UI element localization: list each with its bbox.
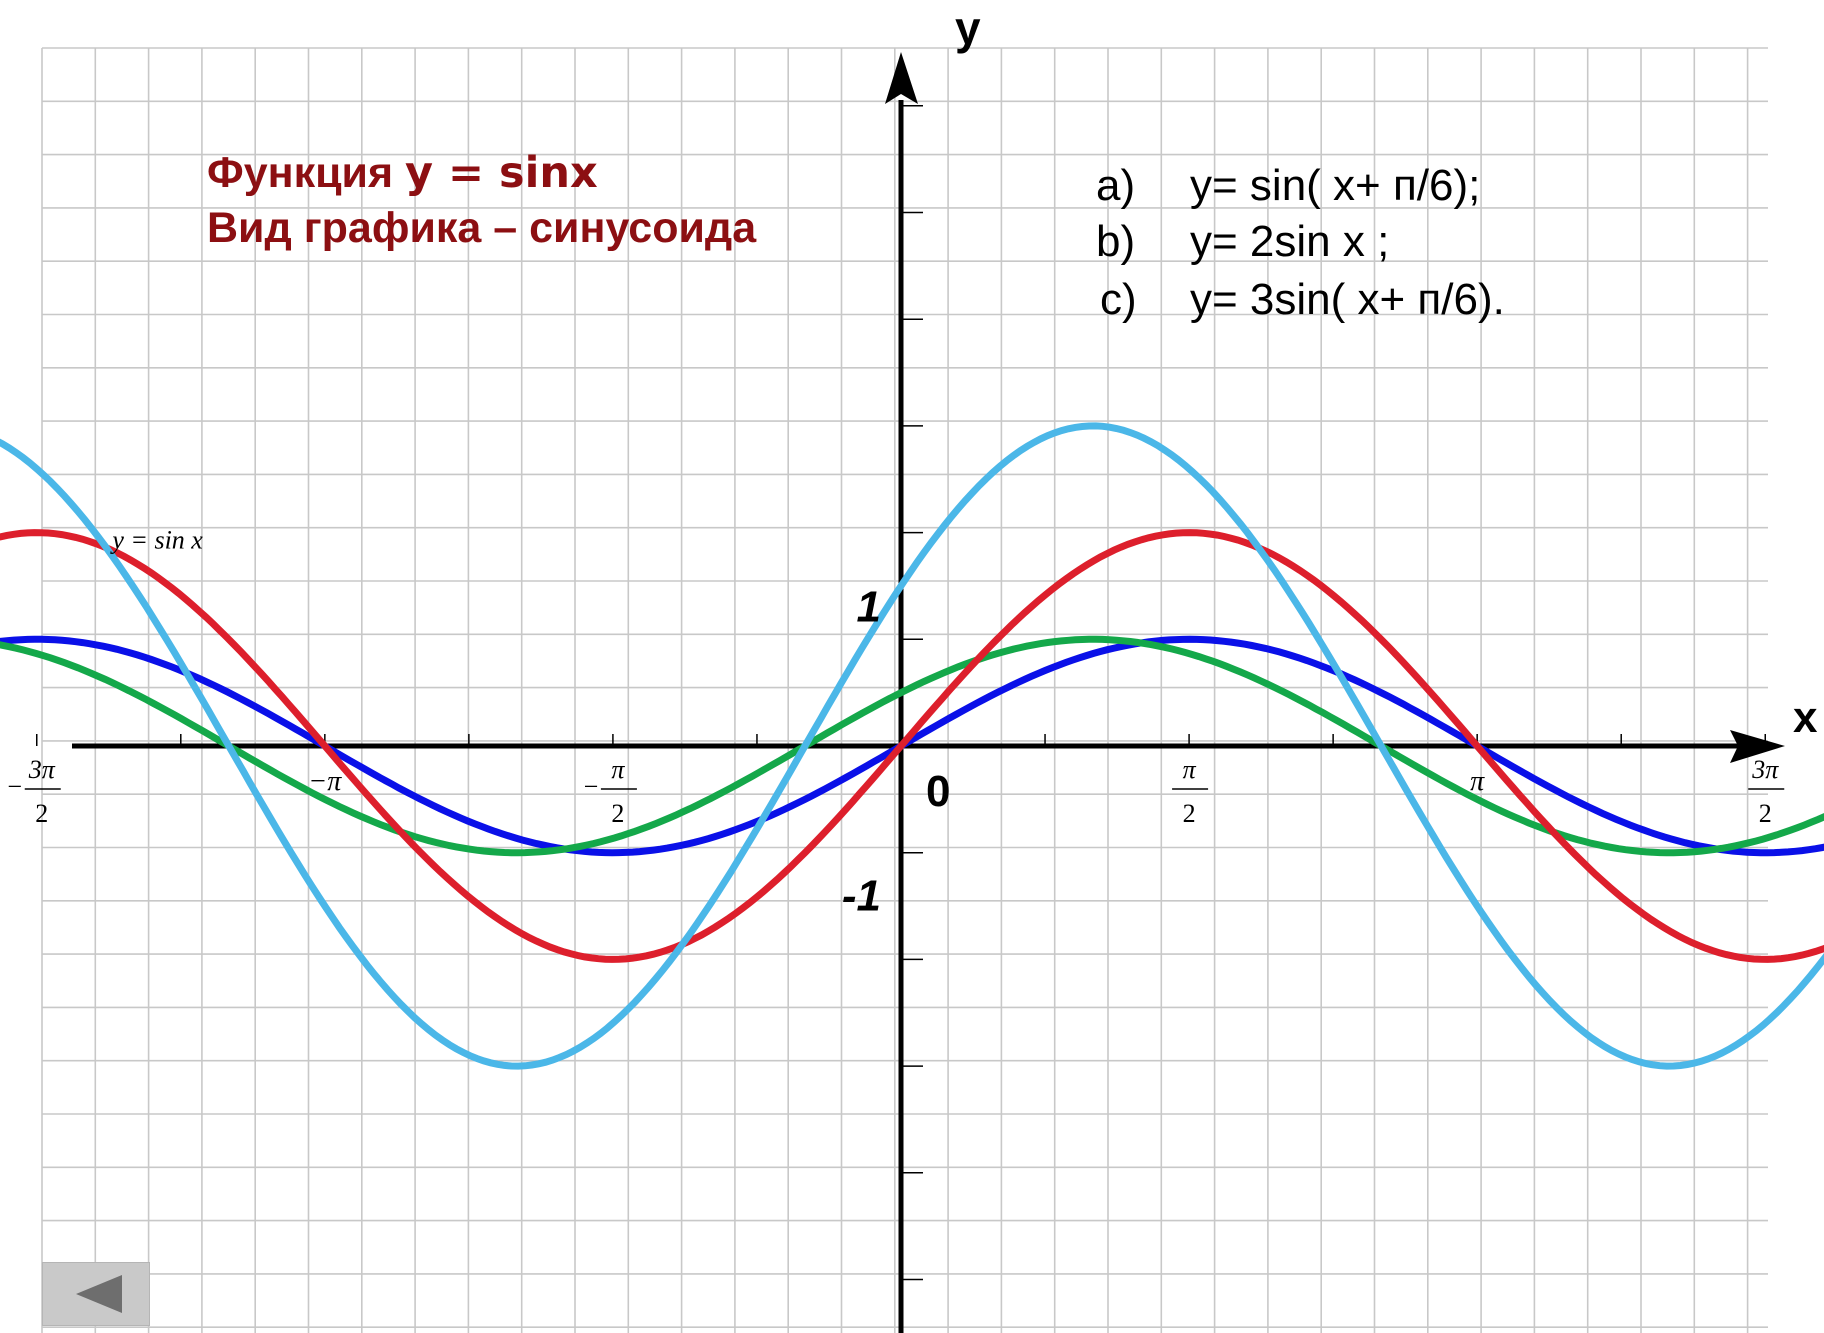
- origin-label: 0: [926, 767, 950, 816]
- chart-title-line2: Вид графика – синусоида: [207, 204, 757, 252]
- triangle-left-icon: [76, 1275, 122, 1313]
- task-c-tag: c): [1100, 275, 1137, 324]
- series-line-2: [0, 529, 1824, 963]
- grid: [41, 47, 1768, 1333]
- series-line-3: [0, 422, 1824, 1070]
- x-tick-label: π: [611, 755, 625, 784]
- task-a-tag: a): [1096, 161, 1136, 210]
- x-tick-label: 2: [1759, 799, 1772, 828]
- curves: [0, 422, 1824, 1070]
- x-tick-label: −: [7, 772, 22, 801]
- title-prefix: Функция: [207, 149, 406, 197]
- curve-label: y = sin x: [109, 526, 203, 555]
- y-axis-label: y: [955, 2, 981, 54]
- x-tick-label: −: [584, 772, 599, 801]
- task-b-formula: y= 2sin x ;: [1190, 217, 1390, 266]
- x-tick-label: 2: [1183, 799, 1196, 828]
- y-tick-label: -1: [842, 872, 881, 921]
- x-tick-label: π: [1183, 755, 1197, 784]
- x-tick-label: 3π: [1751, 755, 1779, 784]
- x-axis-label: x: [1793, 693, 1818, 742]
- y-axis-arrow: [885, 52, 918, 104]
- x-axis-arrow: [1730, 730, 1785, 763]
- task-c-formula: y= 3sin( x+ п/6).: [1190, 275, 1505, 324]
- title-function: y = sinx: [405, 148, 598, 198]
- x-tick-label: −π: [308, 766, 342, 797]
- x-tick-label: 3π: [28, 755, 56, 784]
- chart-title-line1: Функция y = sinx: [207, 148, 598, 198]
- y-tick-label: 1: [857, 582, 881, 631]
- task-b-tag: b): [1096, 217, 1136, 266]
- task-a-formula: y= sin( x+ п/6);: [1190, 161, 1481, 210]
- back-button[interactable]: [42, 1262, 150, 1326]
- series-line-1: [0, 635, 1824, 857]
- x-tick-label: 2: [35, 799, 48, 828]
- x-tick-label: π: [1470, 766, 1485, 797]
- x-tick-label: 2: [611, 799, 624, 828]
